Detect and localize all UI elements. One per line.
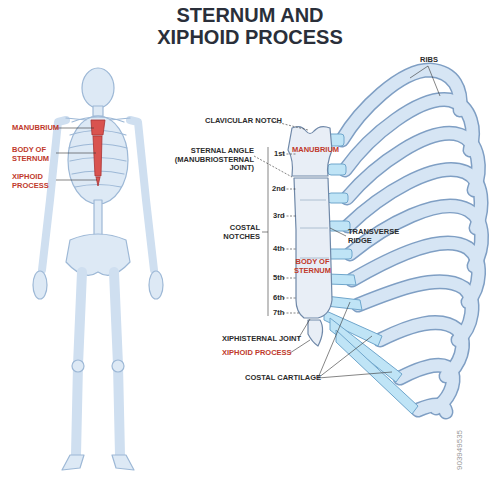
part-label: XIPHOID PROCESS — [222, 349, 302, 358]
part-label: BODY OF STERNUM — [12, 146, 57, 163]
callout-number: 5th — [273, 274, 287, 283]
callout-number: 6th — [273, 294, 287, 303]
part-label: XIPHISTERNAL JOINT — [222, 335, 302, 344]
part-label: STERNAL ANGLE (MANUBRIOSTERNAL JOINT) — [166, 147, 254, 173]
part-label: TRANSVERSE RIDGE — [348, 228, 403, 245]
watermark: 903949535 — [455, 410, 464, 470]
callout-number: 7th — [273, 309, 287, 318]
callout-number: 4th — [273, 245, 287, 254]
part-label: CLAVICULAR NOTCH — [205, 117, 285, 126]
part-label: BODY OF STERNUM — [290, 258, 335, 275]
leader-line — [56, 128, 97, 180]
part-label: MANUBRIUM — [292, 146, 332, 155]
leader-line — [254, 66, 440, 378]
costal-cartilage-shape — [324, 134, 418, 414]
part-label: XIPHOID PROCESS — [12, 173, 57, 190]
callout-number: 2nd — [272, 185, 286, 194]
diagram-title: STERNUM AND XIPHOID PROCESS — [150, 4, 350, 48]
callout-number: 3rd — [273, 212, 287, 221]
part-label: RIBS — [420, 56, 450, 65]
part-label: COSTAL CARTILAGE — [245, 374, 325, 383]
part-label: COSTAL NOTCHES — [215, 224, 260, 241]
callout-number: 1st — [274, 150, 288, 159]
part-label: MANUBRIUM — [12, 124, 62, 133]
